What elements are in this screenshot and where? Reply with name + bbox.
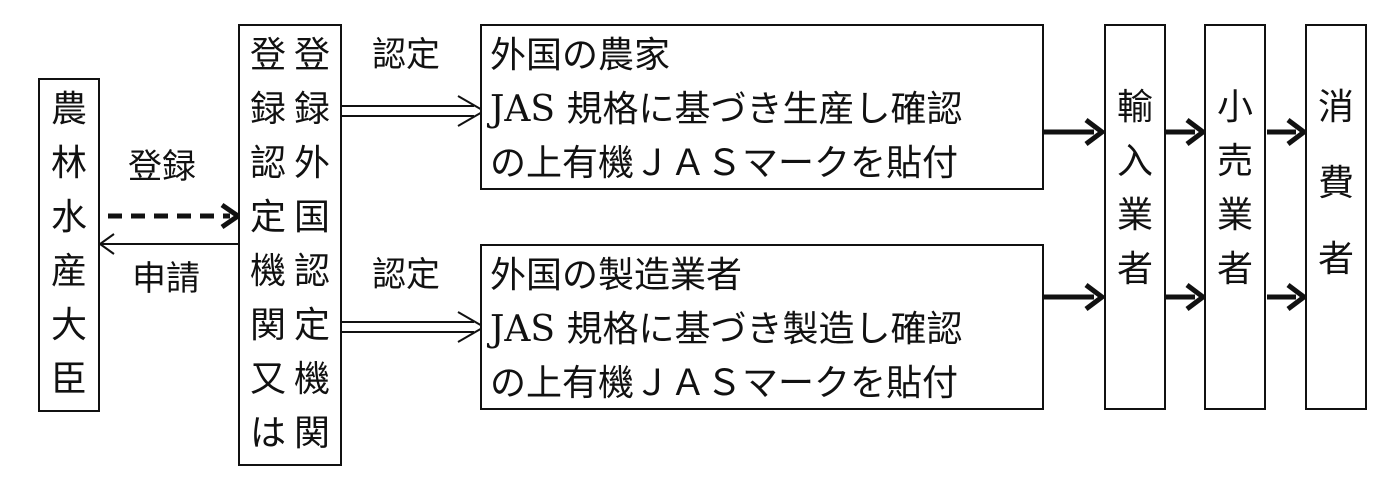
retailer-char: 者	[1216, 249, 1253, 290]
cert-char: は	[249, 413, 286, 454]
manufacturer-to-importer-arrowhead	[1084, 283, 1107, 311]
certify-top-label: 認定	[372, 35, 440, 75]
importer-char: 業	[1116, 195, 1153, 236]
apply-label: 申請	[132, 259, 200, 299]
farmer-line: の上有機ＪＡＳマークを貼付	[490, 143, 959, 184]
cert-char: 関	[293, 413, 330, 454]
cert-char: 国	[293, 197, 330, 238]
consumer-char: 費	[1317, 163, 1354, 204]
minister-char: 臣	[50, 359, 87, 400]
minister-char: 産	[50, 251, 87, 292]
minister-box: 農 林 水 産 大 臣	[38, 78, 100, 412]
application-arrowhead	[98, 233, 115, 255]
minister-char: 水	[50, 197, 87, 238]
cert-char: 機	[249, 251, 286, 292]
cert-char: 登	[293, 35, 330, 76]
manufacturer-line: JAS 規格に基づき製造し確認	[490, 309, 963, 350]
importer-box: 輸 入 業 者	[1104, 24, 1166, 410]
importer-char: 入	[1116, 141, 1153, 182]
certification-body-box: 登 録 認 定 機 関 又 は 登 録 外 国 認 定 機 関	[238, 24, 342, 466]
retailer-char: 小	[1216, 87, 1253, 128]
certification-body-col-left: 登 録 認 定 機 関 又 は	[246, 26, 290, 464]
certification-body-col-right: 登 録 外 国 認 定 機 関	[290, 26, 334, 464]
register-label: 登録	[128, 147, 196, 187]
cert-char: 認	[249, 143, 286, 184]
cert-char: 外	[293, 143, 330, 184]
consumer-char: 消	[1317, 87, 1354, 128]
minister-char: 大	[50, 305, 87, 346]
consumer-char: 者	[1317, 239, 1354, 280]
retailer-char: 業	[1216, 195, 1253, 236]
retailer-char: 売	[1216, 141, 1253, 182]
foreign-farmer-box: 外国の農家 JAS 規格に基づき生産し確認 の上有機ＪＡＳマークを貼付	[480, 24, 1044, 190]
consumer-box: 消 費 者	[1305, 24, 1367, 410]
cert-char: 定	[249, 197, 286, 238]
foreign-manufacturer-box: 外国の製造業者 JAS 規格に基づき製造し確認 の上有機ＪＡＳマークを貼付	[480, 244, 1044, 410]
cert-char: 機	[293, 359, 330, 400]
minister-char: 農	[50, 89, 87, 130]
manufacturer-title: 外国の製造業者	[490, 255, 743, 296]
cert-char: 録	[249, 89, 286, 130]
importer-char: 輸	[1116, 87, 1153, 128]
importer-char: 者	[1116, 249, 1153, 290]
cert-char: 登	[249, 35, 286, 76]
manufacturer-line: の上有機ＪＡＳマークを貼付	[490, 363, 959, 404]
farmer-to-importer-arrowhead	[1084, 118, 1107, 146]
farmer-title: 外国の農家	[490, 35, 671, 76]
certify-bottom-label: 認定	[372, 255, 440, 295]
cert-char: 認	[293, 251, 330, 292]
minister-char: 林	[50, 143, 87, 184]
retailer-box: 小 売 業 者	[1204, 24, 1266, 410]
cert-char: 定	[293, 305, 330, 346]
farmer-line: JAS 規格に基づき生産し確認	[490, 89, 963, 130]
cert-char: 録	[293, 89, 330, 130]
cert-char: 関	[249, 305, 286, 346]
cert-char: 又	[249, 359, 286, 400]
